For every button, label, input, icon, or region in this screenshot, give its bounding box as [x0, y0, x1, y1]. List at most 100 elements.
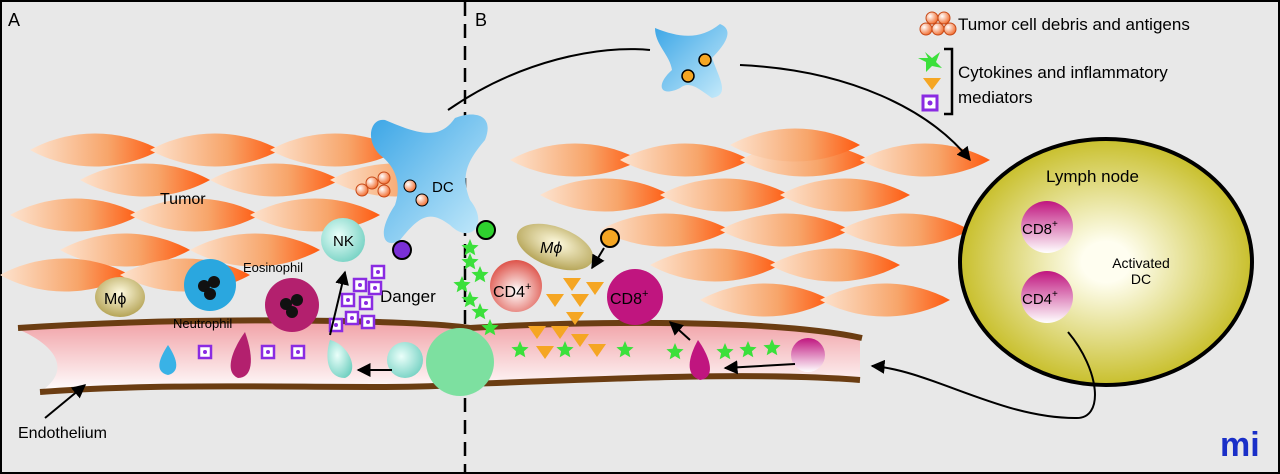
tumor-cell: [0, 258, 130, 292]
tumor-cell: [10, 198, 140, 232]
tumor-label: Tumor: [160, 191, 206, 208]
t-cell-rolling: [791, 338, 825, 372]
green-antigen-icon: [476, 220, 496, 240]
activated-dc-label-1: Activated: [1112, 255, 1170, 271]
mediator-square-dot: [346, 298, 350, 302]
legend-bracket: [944, 47, 954, 116]
tumor-cell: [660, 178, 790, 212]
panel-label-b: B: [475, 10, 487, 30]
cytokine-triangle: [551, 326, 569, 339]
lymph-cd4-cell: [1021, 271, 1073, 323]
macrophage-b-label: Mϕ: [540, 240, 562, 257]
orange-triangle-legend-icon: [923, 78, 941, 90]
debris-legend-icon: [919, 11, 957, 36]
cytokine-markers: [453, 239, 781, 360]
cytokine-star: [471, 266, 489, 283]
lymph-cd8-cell: [1021, 201, 1073, 253]
cytokine-star: [481, 319, 499, 336]
cytokine-star: [556, 341, 574, 358]
neutrophil-in-vessel: [159, 345, 177, 375]
tumor-cell: [210, 163, 340, 197]
dc-label: DC: [432, 179, 454, 196]
tumor-cell: [780, 178, 910, 212]
tumor-cell: [840, 213, 970, 247]
tumor-debris-icon: [355, 171, 429, 207]
cd8-cell: [607, 269, 663, 325]
nk-cell: [321, 218, 365, 262]
cytokine-triangle: [566, 312, 584, 325]
cytokine-star: [461, 291, 479, 308]
danger-label: Danger: [380, 287, 436, 306]
mediator-square-dot: [364, 301, 368, 305]
migrating-dendritic-cell: [655, 24, 728, 98]
lymph-cd8-label: CD8+: [1022, 219, 1058, 238]
legend-cytokines-line2: mediators: [958, 88, 1033, 107]
mediator-square-dot: [358, 283, 362, 287]
macrophage-a-label: Mϕ: [104, 291, 126, 308]
tumor-cell: [270, 133, 400, 167]
purple-antigen-icon: [392, 240, 412, 260]
cd8-in-vessel: [689, 340, 710, 380]
mediator-squares: [197, 264, 386, 360]
mediator-square-dot: [350, 316, 354, 320]
cytokine-star: [461, 253, 479, 270]
cytokine-triangle: [588, 344, 606, 357]
tumor-cell: [540, 178, 670, 212]
macrophage-b: [516, 223, 594, 271]
tumor-cell: [130, 198, 260, 232]
neutrophil-label: Neutrophil: [173, 316, 232, 331]
mediator-square-dot: [203, 350, 207, 354]
cytokine-star: [763, 339, 781, 356]
cytokine-triangle: [546, 294, 564, 307]
cytokine-star: [716, 343, 734, 360]
tumor-cell: [700, 283, 830, 317]
cytokine-star: [666, 343, 684, 360]
cd4-label: CD4+: [493, 281, 531, 301]
tumor-cell: [730, 128, 860, 162]
lymph-node: [958, 137, 1254, 387]
cytokine-star: [461, 239, 479, 256]
tumor-cell: [770, 248, 900, 282]
cytokine-triangle: [586, 282, 604, 295]
mediator-square-dot: [266, 350, 270, 354]
lymph-cd4-label: CD4+: [1022, 289, 1058, 308]
mediator-square-dot: [296, 350, 300, 354]
macrophage-a: [95, 277, 145, 317]
tumor-cell: [80, 163, 210, 197]
tumor-cell: [190, 233, 320, 267]
green-star-legend-icon: [918, 52, 942, 72]
legend-debris-label: Tumor cell debris and antigens: [958, 15, 1190, 34]
legend-cytokines-line1: Cytokines and inflammatory: [958, 63, 1168, 82]
tumor-cell: [30, 133, 160, 167]
tumor-cell: [820, 283, 950, 317]
tumor-cell: [510, 143, 640, 177]
green-cell: [426, 328, 494, 396]
nk-in-vessel: [327, 340, 353, 378]
legend: Tumor cell debris and antigens Cytokines…: [918, 11, 1190, 116]
lymph-node-title: Lymph node: [1046, 167, 1139, 186]
nk-cell-rolling: [387, 342, 423, 378]
mediator-square-dot: [334, 323, 338, 327]
nk-label: NK: [333, 233, 354, 250]
cd4-cell: [490, 260, 542, 312]
tumor-cell: [620, 143, 750, 177]
cytokine-star: [739, 341, 757, 358]
activated-dc-label-2: DC: [1131, 271, 1151, 287]
cytokine-triangle: [571, 334, 589, 347]
eosinophil-cell: [265, 278, 319, 332]
cytokine-triangle: [528, 326, 546, 339]
eosinophil-label: Eosinophil: [243, 260, 303, 275]
panel-label-a: A: [8, 10, 20, 30]
dendritic-cell: DC: [370, 114, 488, 244]
mediator-square-dot: [366, 320, 370, 324]
tumor-cell: [650, 248, 780, 282]
eosinophil-in-vessel: [230, 332, 251, 378]
endothelium-label: Endothelium: [18, 425, 107, 442]
cd8-label: CD8+: [610, 288, 648, 308]
tumor-cell: [60, 233, 190, 267]
orange-antigen-icon: [600, 228, 620, 248]
journal-logo: mi: [1220, 426, 1260, 464]
cytokine-triangle: [571, 294, 589, 307]
cytokine-star: [471, 303, 489, 320]
